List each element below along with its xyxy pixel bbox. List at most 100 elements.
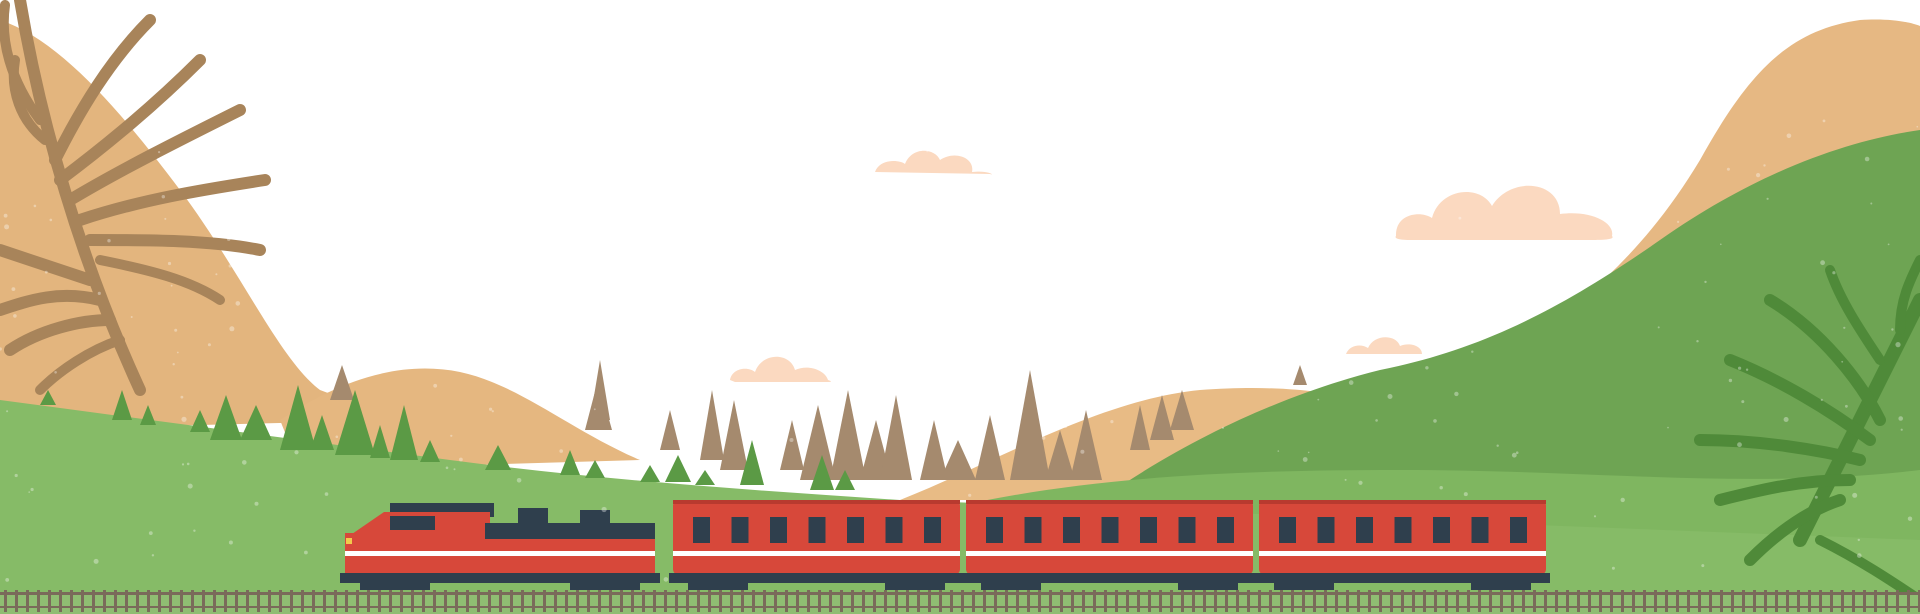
track-sleeper (1522, 590, 1525, 612)
track-sleeper (1258, 590, 1261, 612)
pine-tree-icon (210, 395, 242, 440)
track-sleeper (862, 590, 865, 612)
rail-top (0, 592, 1920, 595)
track-sleeper (961, 590, 964, 612)
car-underframe (962, 573, 1257, 583)
track-sleeper (290, 590, 293, 612)
locomotive-icon (340, 503, 660, 590)
track-sleeper (1808, 590, 1811, 612)
track-sleeper (1599, 590, 1602, 612)
pine-tree-icon (310, 415, 334, 450)
track-sleeper (906, 590, 909, 612)
pine-tree-icon (1045, 430, 1075, 480)
track-sleeper (1753, 590, 1756, 612)
track-sleeper (983, 590, 986, 612)
sand-mountain-left (0, 20, 400, 430)
track-sleeper (807, 590, 810, 612)
track-sleeper (1918, 590, 1920, 612)
track-sleeper (488, 590, 491, 612)
track-sleeper (741, 590, 744, 612)
track-sleeper (884, 590, 887, 612)
pine-tree-icon (830, 390, 866, 480)
pine-tree-icon (585, 380, 612, 430)
track-sleeper (279, 590, 282, 612)
track-sleeper (653, 590, 656, 612)
track-sleeper (763, 590, 766, 612)
track-sleepers (4, 590, 1920, 612)
track-sleeper (1027, 590, 1030, 612)
track-sleeper (477, 590, 480, 612)
track-sleeper (1841, 590, 1844, 612)
track-sleeper (752, 590, 755, 612)
rail-bottom (0, 606, 1920, 608)
car-window (986, 517, 1003, 543)
track-sleeper (1643, 590, 1646, 612)
track-sleeper (1533, 590, 1536, 612)
track-sleeper (1632, 590, 1635, 612)
track-sleeper (675, 590, 678, 612)
loco-bogie-front (360, 581, 430, 590)
track-sleeper (1236, 590, 1239, 612)
pine-tree-icon (335, 390, 375, 455)
track-sleeper (378, 590, 381, 612)
track-sleeper (257, 590, 260, 612)
loco-bogie-rear (570, 581, 640, 590)
car-stripe (1259, 551, 1546, 556)
track-sleeper (1775, 590, 1778, 612)
pine-tree-icon (695, 470, 715, 485)
track-sleeper (631, 590, 634, 612)
passenger-car-icon (669, 500, 964, 590)
track-sleeper (1434, 590, 1437, 612)
track-sleeper (620, 590, 623, 612)
car-window (924, 517, 941, 543)
passenger-car-icon (962, 500, 1257, 590)
track-sleeper (972, 590, 975, 612)
track-sleeper (576, 590, 579, 612)
car-roof (966, 500, 1253, 504)
track-sleeper (1544, 590, 1547, 612)
pine-tree-icon (560, 450, 580, 475)
track-sleeper (422, 590, 425, 612)
pine-tree-icon (920, 420, 948, 480)
track-sleeper (48, 590, 51, 612)
track-sleeper (1742, 590, 1745, 612)
car-window (1024, 517, 1042, 543)
track-sleeper (532, 590, 535, 612)
track-sleeper (1203, 590, 1206, 612)
track-sleeper (1390, 590, 1393, 612)
track-sleeper (1368, 590, 1371, 612)
track-sleeper (917, 590, 920, 612)
track-sleeper (1654, 590, 1657, 612)
green-forest (40, 385, 855, 490)
track-sleeper (345, 590, 348, 612)
track-sleeper (411, 590, 414, 612)
car-bogie-rear (885, 581, 945, 590)
track-sleeper (1115, 590, 1118, 612)
track-sleeper (268, 590, 271, 612)
track-sleeper (939, 590, 942, 612)
track-sleeper (246, 590, 249, 612)
track-sleeper (1467, 590, 1470, 612)
track-sleeper (994, 590, 997, 612)
pine-tree-icon (485, 445, 511, 470)
car-roof (1259, 500, 1546, 504)
pine-tree-icon (880, 395, 912, 480)
track-sleeper (774, 590, 777, 612)
track-sleeper (323, 590, 326, 612)
car-window (1510, 517, 1527, 543)
car-window (1471, 517, 1489, 543)
clouds (730, 150, 1613, 382)
track-sleeper (1456, 590, 1459, 612)
track-sleeper (1885, 590, 1888, 612)
track-sleeper (169, 590, 172, 612)
track-sleeper (1225, 590, 1228, 612)
track-sleeper (1049, 590, 1052, 612)
track-sleeper (1566, 590, 1569, 612)
pine-tree-icon (370, 425, 390, 458)
track-sleeper (510, 590, 513, 612)
track-sleeper (1709, 590, 1712, 612)
track-sleeper (1357, 590, 1360, 612)
track-sleeper (15, 590, 18, 612)
